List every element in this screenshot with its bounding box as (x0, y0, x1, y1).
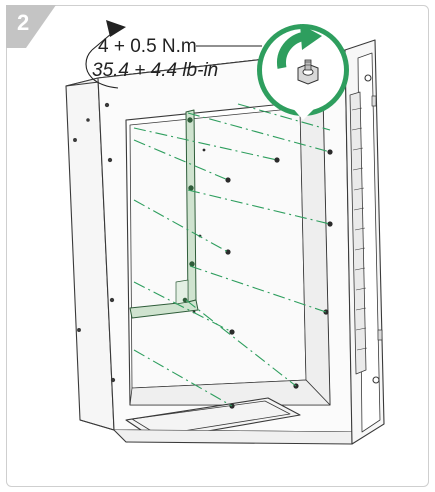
nut-tighten-callout-icon (257, 24, 349, 120)
arrow-head-icon (106, 20, 126, 37)
enclosure-door (344, 39, 385, 445)
torque-imperial: 35.4 + 4.4 lb-in (92, 60, 218, 81)
step-number: 2 (17, 10, 29, 35)
torque-metric: 4 + 0.5 N.m (98, 36, 197, 57)
step-badge: 2 (6, 5, 56, 48)
alignment-guides (133, 103, 331, 407)
mounting-plate (129, 109, 199, 319)
enclosure-cabinet (65, 49, 353, 445)
